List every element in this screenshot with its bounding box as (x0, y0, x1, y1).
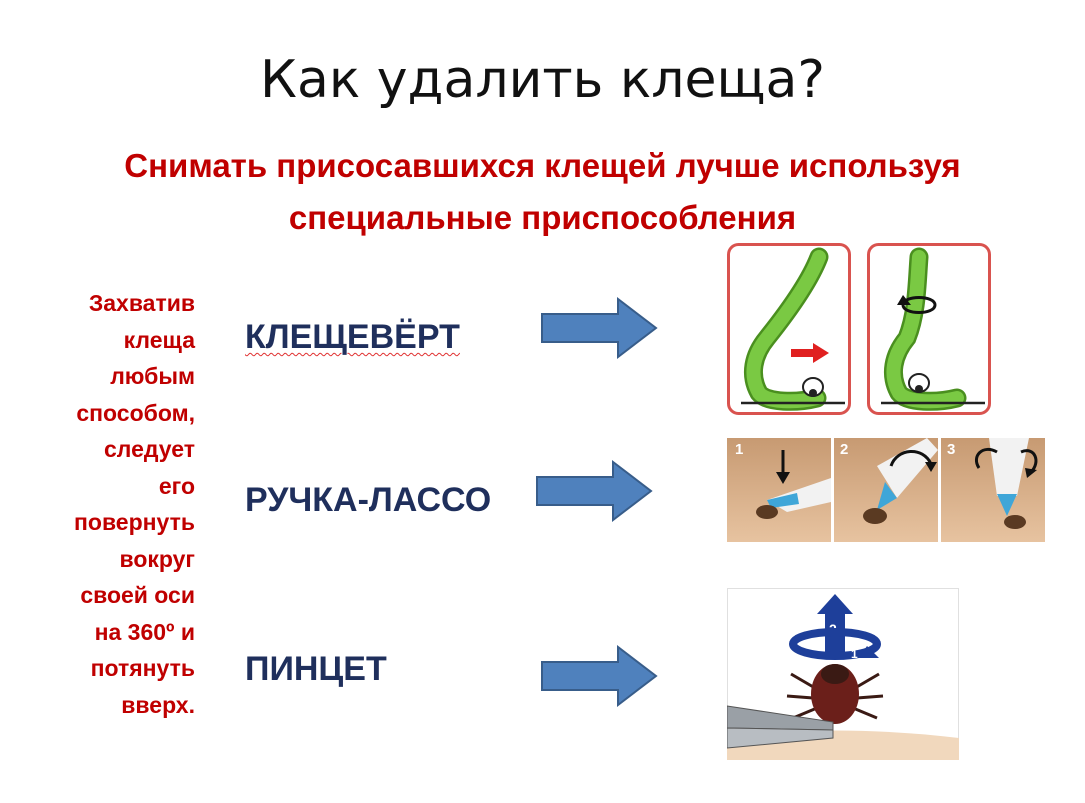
subtitle-line-2: специальные приспособления (288, 199, 797, 236)
tweezers-image: 2 1 (727, 588, 959, 760)
right-arrow-icon (536, 460, 653, 522)
subtitle-line-1: Снимать присосавшихся клещей лучше испол… (124, 147, 961, 184)
side-note-line: вверх. (121, 691, 195, 718)
lasso-step-number: 3 (947, 441, 955, 458)
side-note-line: своей оси (80, 582, 195, 608)
tick-twister-step-1-image (727, 243, 851, 415)
side-note-line: потянуть (90, 655, 195, 681)
side-note-line: его (158, 472, 195, 499)
tool-label-tick-twister: КЛЕЩЕВЁРТ (245, 318, 460, 356)
side-note-line: вокруг (119, 545, 195, 572)
side-note-line: способом, (76, 399, 195, 426)
tool-label-tweezers: ПИНЦЕТ (245, 650, 387, 688)
side-note-line: на 360º и (94, 618, 195, 645)
lasso-step-number: 1 (735, 441, 743, 458)
tick-twister-step-2-image (867, 243, 991, 415)
slide-subtitle: Снимать присосавшихся клещей лучше испол… (40, 140, 1045, 244)
side-note-line: Захватив (88, 290, 195, 316)
slide-title: Как удалить клеща? (260, 50, 825, 110)
tweezer-step-number: 1 (851, 647, 858, 661)
side-note-line: следует (103, 436, 195, 462)
lasso-step-number: 2 (840, 441, 848, 458)
side-note: Захватив клеща любым способом, следует е… (20, 285, 195, 723)
lasso-pen-steps-image: 1 2 3 (727, 438, 1045, 542)
side-note-line: клеща (123, 326, 195, 353)
right-arrow-icon (541, 297, 658, 359)
side-note-line: повернуть (74, 509, 195, 535)
right-arrow-icon (541, 645, 658, 707)
tool-label-lasso-pen: РУЧКА-ЛАССО (245, 481, 492, 519)
side-note-line: любым (110, 363, 195, 389)
